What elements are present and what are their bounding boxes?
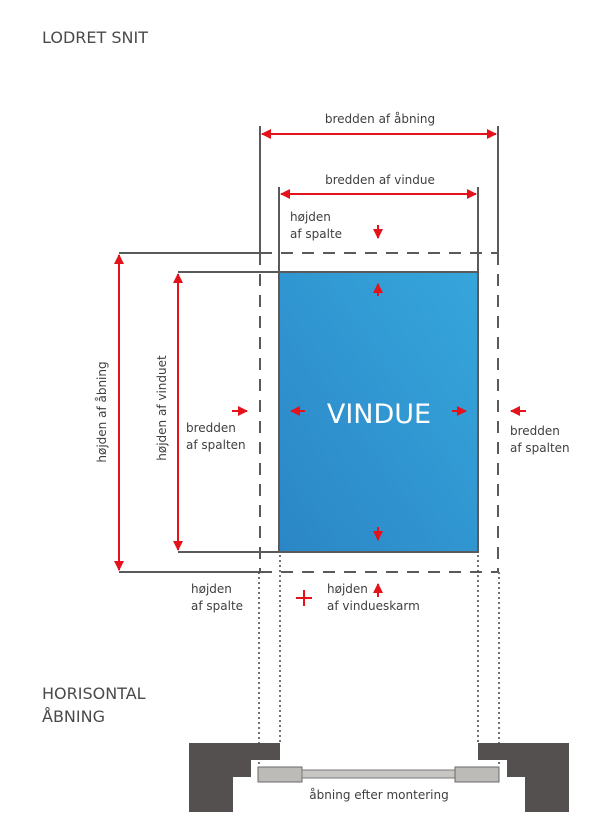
window-label: VINDUE <box>327 399 431 430</box>
gap-height-bottom-label-1: højden <box>191 582 232 596</box>
heading-horizontal-line2: ÅBNING <box>42 707 105 726</box>
gap-width-right-label-2: af spalten <box>510 441 570 455</box>
sill-height-label-1: højden <box>327 582 368 596</box>
gap-height-top-label-1: højden <box>290 210 331 224</box>
window-height-label: højden af vinduet <box>155 355 169 461</box>
window-pane <box>278 271 479 553</box>
frame-glass <box>301 769 456 779</box>
window-width-label: bredden af vindue <box>325 173 435 187</box>
opening-after-mounting-label: åbning efter montering <box>309 788 448 802</box>
gap-height-top-label-2: af spalte <box>290 227 342 241</box>
gap-width-left-label-2: af spalten <box>186 438 246 452</box>
frame-right <box>454 766 500 783</box>
opening-width-label: bredden af åbning <box>325 112 435 126</box>
gap-width-right-label-1: bredden <box>510 424 560 438</box>
gap-height-bottom-label-2: af spalte <box>191 599 243 613</box>
gap-width-left-label-1: bredden <box>186 421 236 435</box>
sill-height-label-2: af vindueskarm <box>327 599 420 613</box>
opening-height-label: højden af åbning <box>95 361 109 462</box>
heading-vertical-section: LODRET SNIT <box>42 28 148 47</box>
wall-left <box>189 743 280 812</box>
frame-left <box>257 766 303 783</box>
plus-icon <box>296 590 312 606</box>
heading-horizontal-line1: HORISONTAL <box>42 684 146 703</box>
wall-right <box>478 743 569 812</box>
